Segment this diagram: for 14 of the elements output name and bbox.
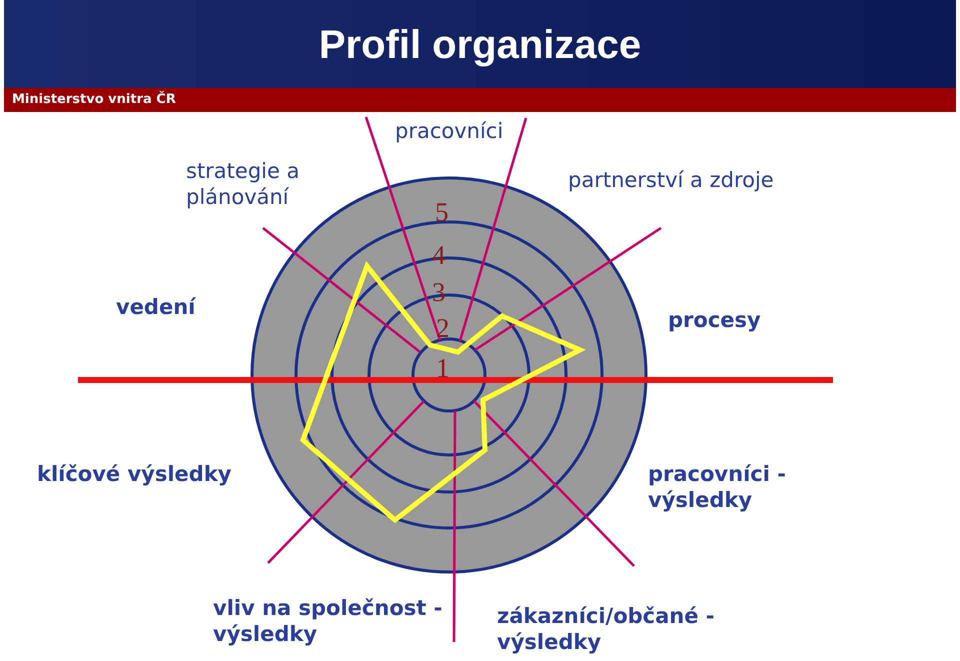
scale-number: 5 (435, 197, 450, 227)
axis-label: procesy (668, 307, 762, 333)
axis-label: zákazníci/občané - výsledky (497, 603, 716, 655)
axis-label: klíčové výsledky (37, 461, 232, 487)
title: Profil organizace (318, 22, 642, 69)
scale-number: 2 (436, 313, 450, 343)
axis-label: pracovníci (395, 118, 504, 144)
organization-name: Ministerstvo vnitra ČR (12, 91, 177, 109)
axis-label: vedení (116, 294, 197, 320)
axis-label: strategie a plánování (186, 158, 300, 210)
axis-label: vliv na společnost - výsledky (213, 595, 444, 647)
scale-number: 1 (436, 353, 450, 383)
axis-label: pracovníci - výsledky (648, 461, 787, 513)
axis-label: partnerství a zdroje (568, 167, 775, 193)
